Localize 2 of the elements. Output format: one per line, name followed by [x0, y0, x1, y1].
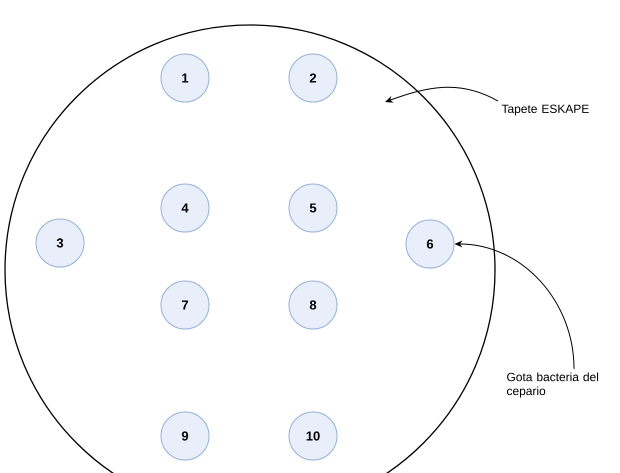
annotation-label: Gota bacteria del cepario [507, 372, 598, 398]
annotation-label: Tapete ESKAPE [502, 104, 589, 116]
